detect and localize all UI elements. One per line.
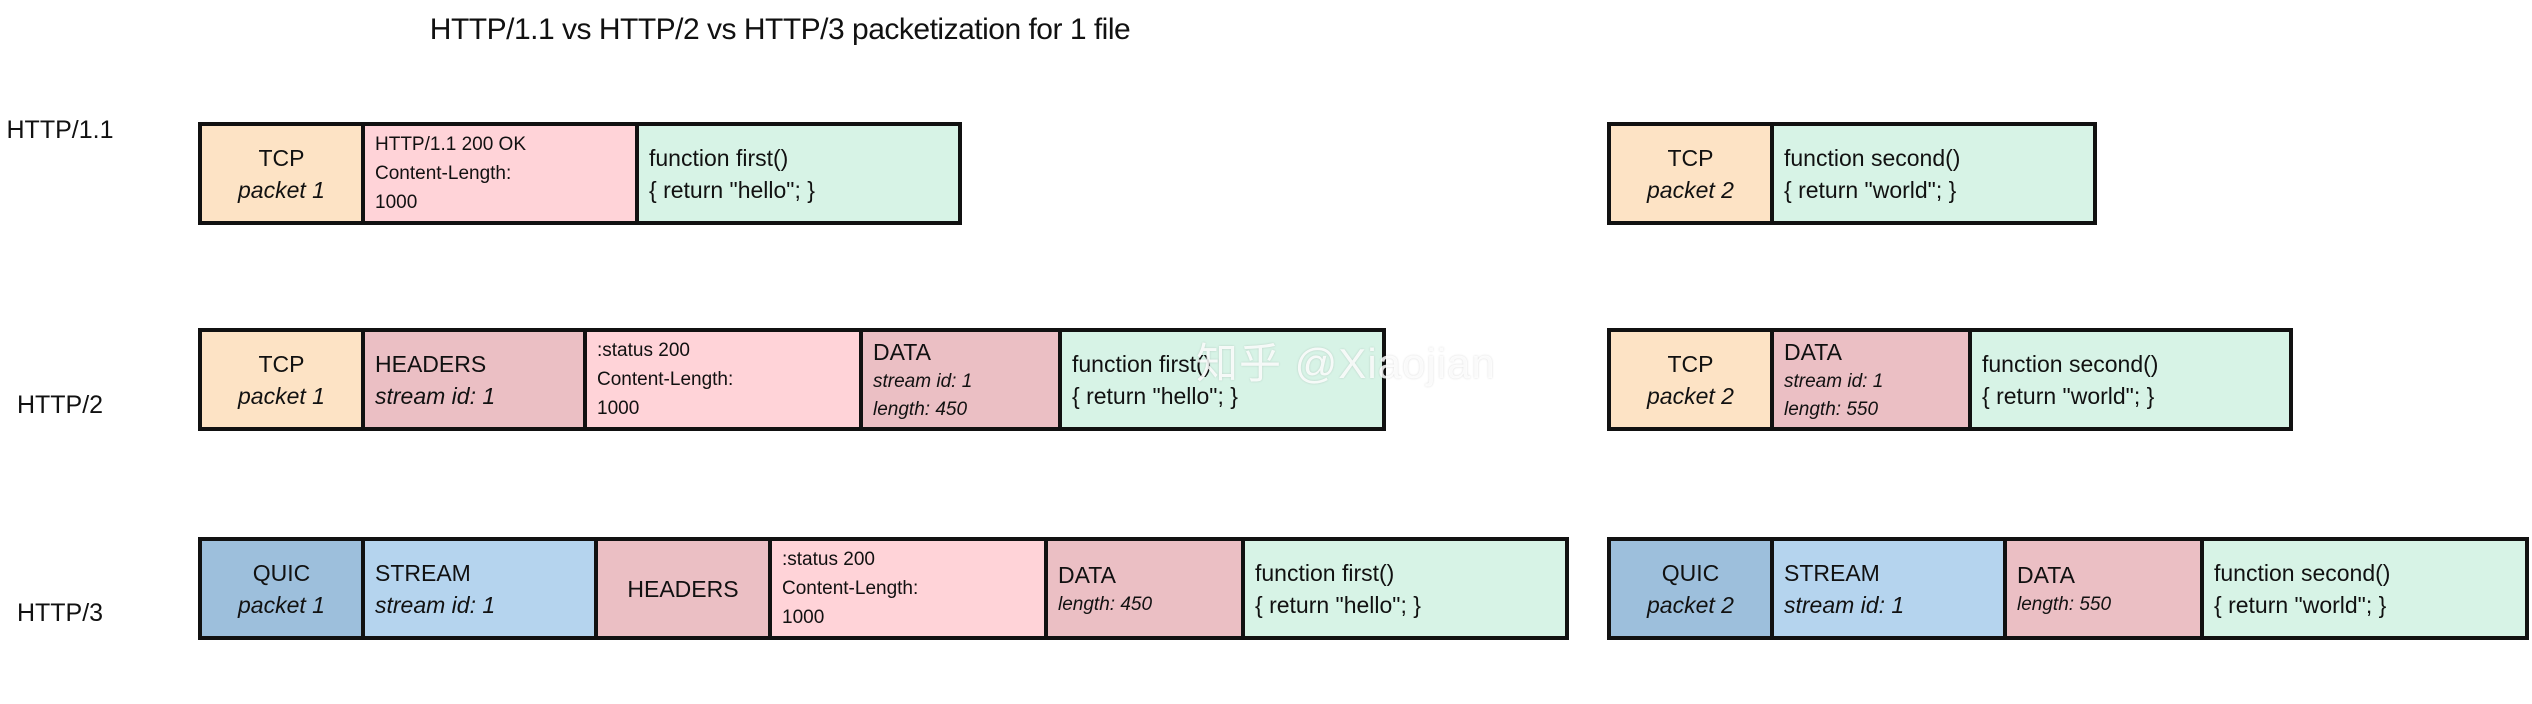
segment-subtitle: packet 2 <box>1647 591 1734 618</box>
http11-packet-2: TCP packet 2 function second() { return … <box>1607 122 2097 225</box>
frame-stream-id: stream id: 1 <box>1784 370 1884 392</box>
http3-p2-body: function second() { return "world"; } <box>2204 541 2525 636</box>
body-line: { return "world"; } <box>1982 382 2155 409</box>
header-line: 1000 <box>375 192 418 213</box>
header-line: :status 200 <box>782 549 875 570</box>
http3-p2-quic-header: QUIC packet 2 <box>1611 541 1774 636</box>
body-line: function first() <box>1072 350 1212 377</box>
body-line: { return "hello"; } <box>1255 591 1421 618</box>
http3-p2-data-frame: DATA length: 550 <box>2007 541 2204 636</box>
frame-type: DATA <box>873 338 931 365</box>
http3-p1-stream-frame: STREAM stream id: 1 <box>365 541 598 636</box>
frame-type: DATA <box>2017 561 2075 588</box>
http2-p1-status-fields: :status 200 Content-Length: 1000 <box>587 332 863 427</box>
http11-p2-body: function second() { return "world"; } <box>1774 126 2093 221</box>
segment-title: QUIC <box>252 559 311 586</box>
http11-p1-response-header: HTTP/1.1 200 OK Content-Length: 1000 <box>365 126 639 221</box>
segment-title: TCP <box>1667 144 1714 171</box>
http2-p1-data-frame: DATA stream id: 1 length: 450 <box>863 332 1062 427</box>
frame-type: HEADERS <box>627 575 739 602</box>
header-line: Content-Length: <box>375 163 512 184</box>
body-line: { return "hello"; } <box>649 176 815 203</box>
http3-p1-data-frame: DATA length: 450 <box>1048 541 1245 636</box>
header-line: :status 200 <box>597 340 690 361</box>
segment-title: QUIC <box>1661 559 1720 586</box>
frame-stream-id: stream id: 1 <box>873 370 973 392</box>
frame-type: DATA <box>1058 561 1116 588</box>
body-line: { return "world"; } <box>1784 176 1957 203</box>
frame-stream-id: stream id: 1 <box>375 382 496 409</box>
http11-p1-tcp-segment: TCP packet 1 <box>202 126 365 221</box>
http11-p1-body: function first() { return "hello"; } <box>639 126 958 221</box>
header-line: 1000 <box>597 398 640 419</box>
frame-length: length: 550 <box>1784 398 1879 420</box>
row-label-http11: HTTP/1.1 <box>6 116 114 144</box>
http2-p1-tcp-segment: TCP packet 1 <box>202 332 365 427</box>
body-line: function first() <box>1255 559 1395 586</box>
header-line: HTTP/1.1 200 OK <box>375 134 527 155</box>
http3-p1-headers-frame: HEADERS <box>598 541 772 636</box>
http3-p1-quic-header: QUIC packet 1 <box>202 541 365 636</box>
frame-stream-id: stream id: 1 <box>375 591 496 618</box>
http3-p2-stream-frame: STREAM stream id: 1 <box>1774 541 2007 636</box>
http2-p1-headers-frame: HEADERS stream id: 1 <box>365 332 587 427</box>
row-label-http3: HTTP/3 <box>16 599 104 627</box>
frame-length: length: 450 <box>873 398 968 420</box>
header-line: 1000 <box>782 607 825 628</box>
http11-packet-1: TCP packet 1 HTTP/1.1 200 OK Content-Len… <box>198 122 962 225</box>
http2-p1-body: function first() { return "hello"; } <box>1062 332 1382 427</box>
segment-subtitle: packet 1 <box>238 176 325 203</box>
segment-subtitle: packet 1 <box>238 382 325 409</box>
diagram-title: HTTP/1.1 vs HTTP/2 vs HTTP/3 packetizati… <box>429 13 1131 46</box>
frame-type: STREAM <box>375 559 471 586</box>
http3-p1-status-fields: :status 200 Content-Length: 1000 <box>772 541 1048 636</box>
body-line: { return "hello"; } <box>1072 382 1238 409</box>
row-label-http2: HTTP/2 <box>16 391 104 419</box>
header-line: Content-Length: <box>782 578 919 599</box>
frame-type: STREAM <box>1784 559 1880 586</box>
http2-packet-1: TCP packet 1 HEADERS stream id: 1 :statu… <box>198 328 1386 431</box>
frame-length: length: 550 <box>2017 593 2112 615</box>
body-line: function second() <box>1784 144 1961 171</box>
segment-title: TCP <box>258 350 305 377</box>
http3-p1-body: function first() { return "hello"; } <box>1245 541 1565 636</box>
http2-packet-2: TCP packet 2 DATA stream id: 1 length: 5… <box>1607 328 2293 431</box>
body-line: function first() <box>649 144 789 171</box>
body-line: function second() <box>2214 559 2391 586</box>
http2-p2-data-frame: DATA stream id: 1 length: 550 <box>1774 332 1972 427</box>
body-line: { return "world"; } <box>2214 591 2387 618</box>
frame-type: HEADERS <box>375 350 487 377</box>
segment-subtitle: packet 2 <box>1647 382 1734 409</box>
segment-subtitle: packet 2 <box>1647 176 1734 203</box>
http11-p2-tcp-segment: TCP packet 2 <box>1611 126 1774 221</box>
frame-length: length: 450 <box>1058 593 1153 615</box>
http3-packet-1: QUIC packet 1 STREAM stream id: 1 HEADER… <box>198 537 1569 640</box>
body-line: function second() <box>1982 350 2159 377</box>
header-line: Content-Length: <box>597 369 734 390</box>
frame-type: DATA <box>1784 338 1842 365</box>
segment-subtitle: packet 1 <box>238 591 325 618</box>
http2-p2-body: function second() { return "world"; } <box>1972 332 2289 427</box>
http2-p2-tcp-segment: TCP packet 2 <box>1611 332 1774 427</box>
frame-stream-id: stream id: 1 <box>1784 591 1905 618</box>
segment-title: TCP <box>258 144 305 171</box>
http3-packet-2: QUIC packet 2 STREAM stream id: 1 DATA l… <box>1607 537 2529 640</box>
segment-title: TCP <box>1667 350 1714 377</box>
